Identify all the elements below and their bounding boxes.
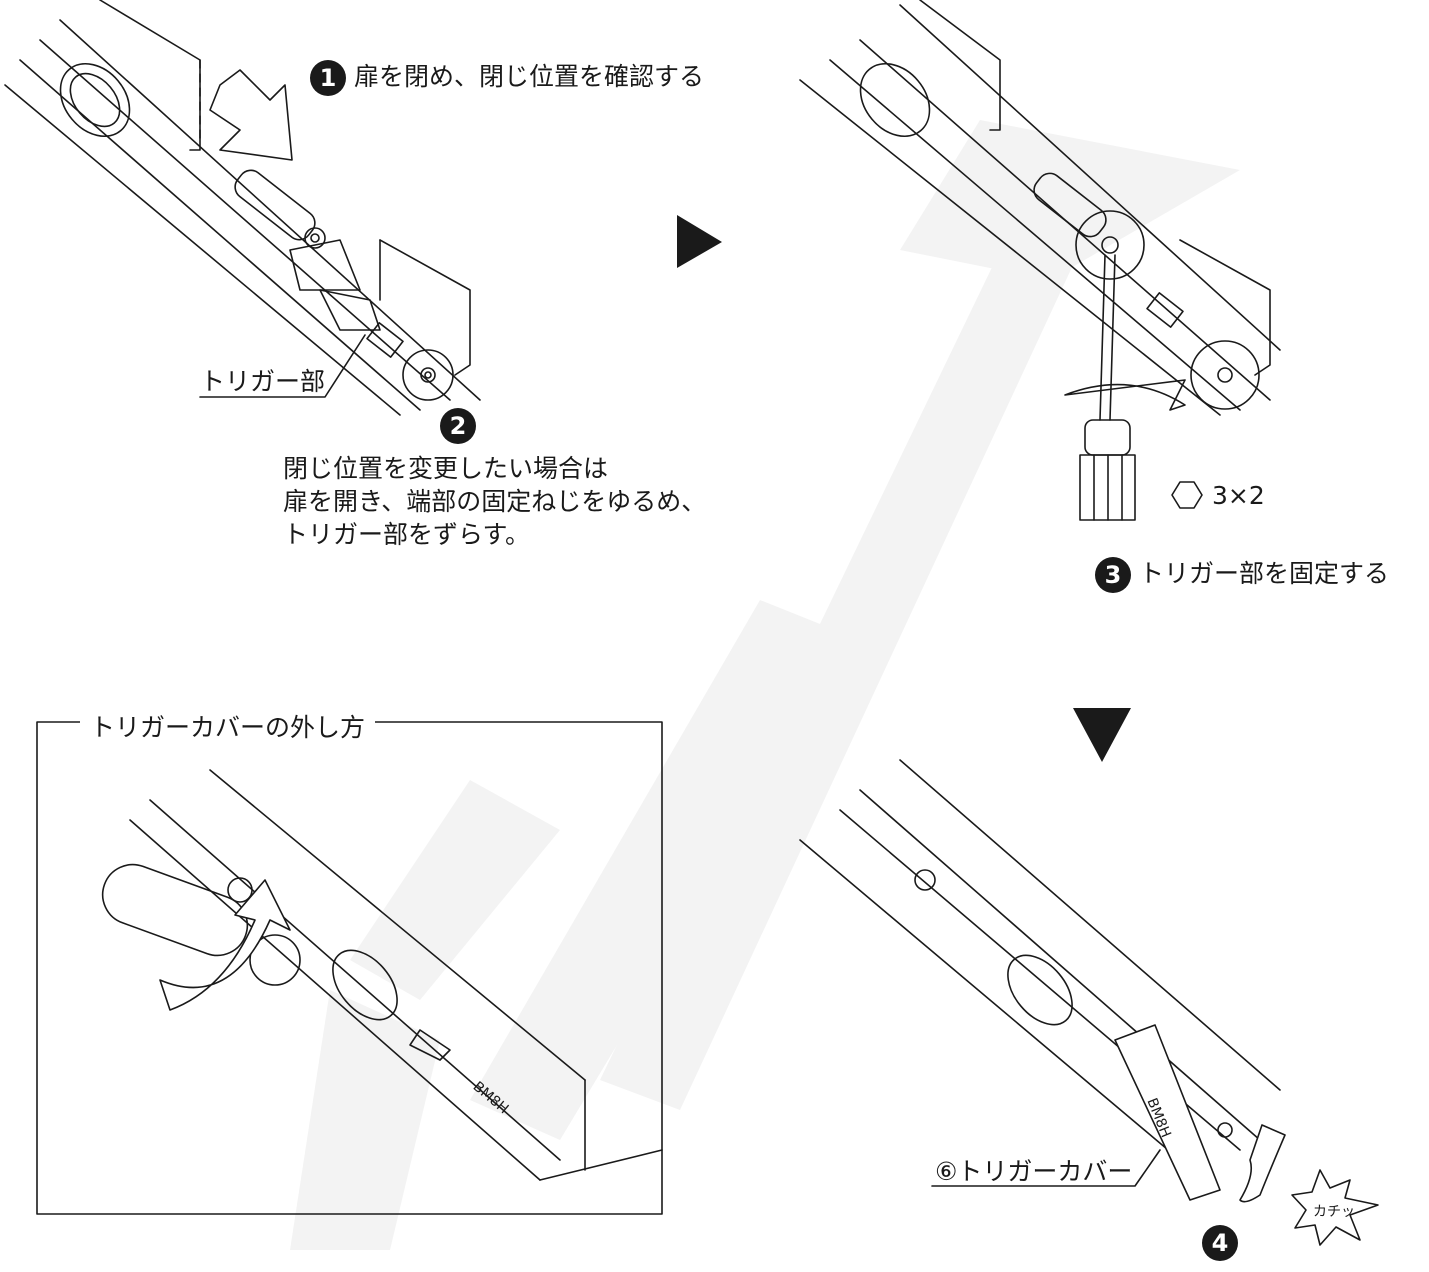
step2-badge-wrap: 2: [440, 408, 484, 444]
step1-caption: 1 扉を閉め、閉じ位置を確認する: [310, 60, 704, 96]
click-burst: [1291, 1169, 1379, 1246]
watermark: [290, 120, 1240, 1250]
step2-line-1: 閉じ位置を変更したい場合は: [283, 454, 609, 483]
step2-badge: 2: [440, 408, 476, 444]
step1-text: 扉を閉め、閉じ位置を確認する: [354, 62, 705, 91]
step2-line-3: トリガー部をずらす。: [283, 520, 531, 549]
click-sound: カチッ: [1313, 1204, 1355, 1220]
step4-badge: 4: [1202, 1225, 1238, 1261]
inset-title: トリガーカバーの外し方: [80, 708, 376, 744]
step4-badge-wrap: 4: [1202, 1225, 1246, 1261]
step2-line-2: 扉を開き、端部の固定ねじをゆるめ、: [283, 487, 707, 516]
next-arrow-down: [1073, 708, 1131, 762]
hex-wrench-icon: [1171, 481, 1203, 509]
next-arrow-right: [677, 215, 722, 268]
step2-caption: 閉じ位置を変更したい場合は 扉を開き、端部の固定ねじをゆるめ、 トリガー部をずら…: [283, 452, 706, 551]
trigger-label: トリガー部: [200, 367, 326, 396]
step3-badge: 3: [1095, 557, 1131, 593]
rail-diagram-step4: [799, 759, 1379, 1246]
trigger-leader: [199, 334, 366, 398]
rail-diagram-step1: [4, 0, 481, 416]
rail-diagram-step3: [799, 0, 1281, 521]
step1-badge: 1: [310, 60, 346, 96]
rail-diagram-inset: [101, 769, 663, 1181]
cover-leader: [931, 1149, 1161, 1187]
trigger-cover-label: ⑥トリガーカバー: [935, 1157, 1133, 1186]
step3-caption: 3 トリガー部を固定する: [1095, 557, 1389, 593]
closing-arrow: [209, 69, 293, 161]
step3-text: トリガー部を固定する: [1139, 559, 1390, 588]
hex-size: 3×2: [1212, 481, 1265, 510]
